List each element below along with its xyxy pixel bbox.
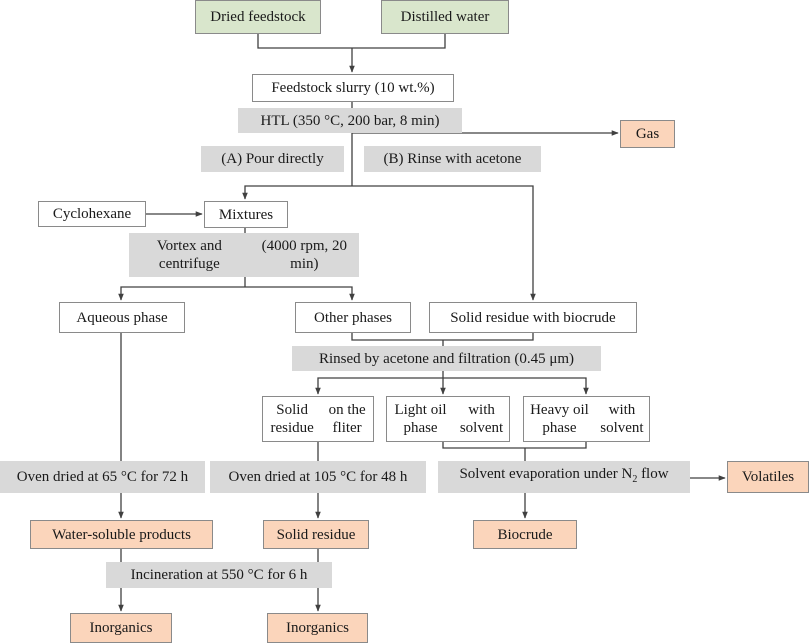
arrow-to-aqueous xyxy=(118,286,245,301)
vortex-centrifuge-step: Vortex and centrifuge (4000 rpm, 20 min) xyxy=(129,233,359,277)
solid-filter-line-1: Solid residue xyxy=(270,402,314,436)
arrow-to-other-phases xyxy=(245,286,355,301)
arrow-to-solid-biocrude xyxy=(352,185,536,301)
mixtures-box: Mixtures xyxy=(204,201,288,228)
other-phases-box: Other phases xyxy=(295,302,411,333)
vortex-line-2: (4000 rpm, 20 min) xyxy=(261,238,348,272)
inorganics-right-product: Inorganics xyxy=(267,613,368,643)
feedstock-slurry-box: Feedstock slurry (10 wt.%) xyxy=(252,74,454,102)
oven-105-step: Oven dried at 105 °C for 48 h xyxy=(210,461,426,493)
light-oil-phase-box: Light oil phase with solvent xyxy=(386,396,510,442)
rinse-acetone-step: (B) Rinse with acetone xyxy=(364,146,541,172)
inorganics-left-product: Inorganics xyxy=(70,613,172,643)
distilled-water-box: Distilled water xyxy=(381,0,509,34)
volatiles-product: Volatiles xyxy=(727,461,809,493)
light-oil-line-2: with solvent xyxy=(459,402,504,436)
incineration-step: Incineration at 550 °C for 6 h xyxy=(106,562,332,588)
pour-directly-step: (A) Pour directly xyxy=(201,146,344,172)
arrow-to-heavy-oil xyxy=(443,377,589,395)
cyclohexane-box: Cyclohexane xyxy=(38,201,146,227)
heavy-oil-line-1: Heavy oil phase xyxy=(530,402,589,436)
connector-feedstock xyxy=(257,34,446,49)
light-oil-line-1: Light oil phase xyxy=(394,402,447,436)
dried-feedstock-box: Dried feedstock xyxy=(195,0,321,34)
solid-residue-filter-box: Solid residue on the fliter xyxy=(262,396,374,442)
arrow-to-mixtures xyxy=(242,185,352,200)
oven-65-step: Oven dried at 65 °C for 72 h xyxy=(0,461,205,493)
solid-residue-biocrude-box: Solid residue with biocrude xyxy=(429,302,637,333)
n2-subscript: 2 xyxy=(632,474,638,485)
heavy-oil-line-2: with solvent xyxy=(600,402,644,436)
solid-filter-line-2: on the fliter xyxy=(328,402,366,436)
rinse-filtration-step: Rinsed by acetone and filtration (0.45 μ… xyxy=(292,346,601,371)
arrow-to-solid-filter xyxy=(315,377,443,395)
connector-merge-phases xyxy=(351,333,534,341)
solid-residue-product: Solid residue xyxy=(263,520,369,549)
water-soluble-products: Water-soluble products xyxy=(30,520,213,549)
solvent-evaporation-step: Solvent evaporation under N2 flow xyxy=(438,461,690,493)
connector-merge-oils xyxy=(442,442,587,449)
biocrude-product: Biocrude xyxy=(473,520,577,549)
aqueous-phase-box: Aqueous phase xyxy=(59,302,185,333)
vortex-line-1: Vortex and centrifuge xyxy=(156,238,222,272)
gas-product: Gas xyxy=(620,120,675,148)
heavy-oil-phase-box: Heavy oil phase with solvent xyxy=(523,396,650,442)
solvent-evap-text: Solvent evaporation under N2 flow xyxy=(459,466,669,485)
htl-step: HTL (350 °C, 200 bar, 8 min) xyxy=(238,108,462,133)
